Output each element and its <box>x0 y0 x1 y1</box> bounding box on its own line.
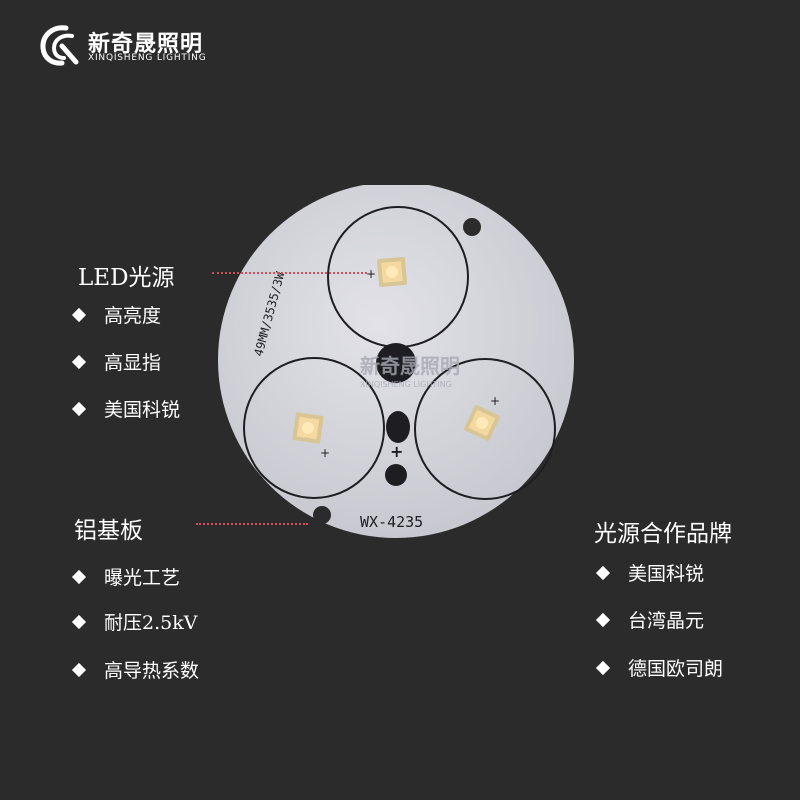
led-zone-circle-right <box>414 358 556 500</box>
led-feature-item: 高亮度 <box>70 301 161 328</box>
led-chip-right <box>464 405 500 441</box>
brand-logo-mark-icon <box>40 25 79 66</box>
led-chip-left <box>292 412 324 444</box>
substrate-feature-item: 耐压2.5kV <box>70 608 197 635</box>
substrate-feature-label: 高导热系数 <box>104 660 200 682</box>
diamond-bullet-icon <box>71 401 87 416</box>
diamond-bullet-icon <box>595 612 611 627</box>
substrate-feature-item: 曝光工艺 <box>70 563 180 590</box>
plus-label: + <box>490 394 500 408</box>
brand-label: 美国科锐 <box>628 563 705 585</box>
center-hole-small <box>385 464 407 486</box>
substrate-feature-item: 高导热系数 <box>70 656 199 683</box>
substrate-leader-line <box>196 523 308 525</box>
brand-name-cn: 新奇晟照明 <box>88 32 204 57</box>
led-feature-item: 美国科锐 <box>70 395 180 422</box>
board-watermark-en: XINQISHENG LIGHTING <box>360 380 452 389</box>
board-watermark-cn: 新奇晟照明 <box>360 354 460 378</box>
mounting-hole <box>313 506 331 524</box>
brand-name-en: XINQISHENG LIGHTING <box>88 53 207 63</box>
substrate-section-heading: 铝基板 <box>74 518 143 544</box>
brand-logo: 新奇晟照明 XINQISHENG LIGHTING <box>36 22 226 74</box>
led-section-heading: LED光源 <box>78 265 175 291</box>
brand-item: 台湾晶元 <box>594 606 704 633</box>
substrate-feature-label: 耐压2.5kV <box>104 612 198 634</box>
led-feature-label: 高亮度 <box>104 305 162 327</box>
led-chip-top <box>376 256 408 288</box>
diamond-bullet-icon <box>71 354 87 369</box>
center-slot <box>386 411 410 443</box>
aluminum-pcb-board: + + + + 新奇晟照明 XINQISHENG LIGHTING 49MM/3… <box>218 185 574 538</box>
brands-section-heading: 光源合作品牌 <box>594 521 732 547</box>
diamond-bullet-icon <box>71 569 87 584</box>
led-zone-circle-top <box>327 206 469 348</box>
diamond-bullet-icon <box>595 660 611 675</box>
plus-label: + <box>366 267 376 281</box>
diamond-bullet-icon <box>71 662 87 677</box>
mounting-hole <box>463 218 481 236</box>
plus-label: + <box>320 446 330 460</box>
brand-label: 德国欧司朗 <box>628 658 724 680</box>
substrate-feature-label: 曝光工艺 <box>104 567 181 589</box>
led-leader-line <box>212 272 367 274</box>
brand-item: 德国欧司朗 <box>594 654 723 681</box>
led-feature-label: 美国科锐 <box>104 399 181 421</box>
center-hole <box>376 343 416 383</box>
board-model-text: WX-4235 <box>360 513 423 531</box>
diamond-bullet-icon <box>71 307 87 322</box>
diamond-bullet-icon <box>71 614 87 629</box>
diamond-bullet-icon <box>595 565 611 580</box>
plus-label: + <box>390 442 403 461</box>
brand-item: 美国科锐 <box>594 559 704 586</box>
led-feature-label: 高显指 <box>104 352 162 374</box>
led-zone-circle-left <box>243 357 385 499</box>
led-feature-item: 高显指 <box>70 348 161 375</box>
brand-label: 台湾晶元 <box>628 610 705 632</box>
